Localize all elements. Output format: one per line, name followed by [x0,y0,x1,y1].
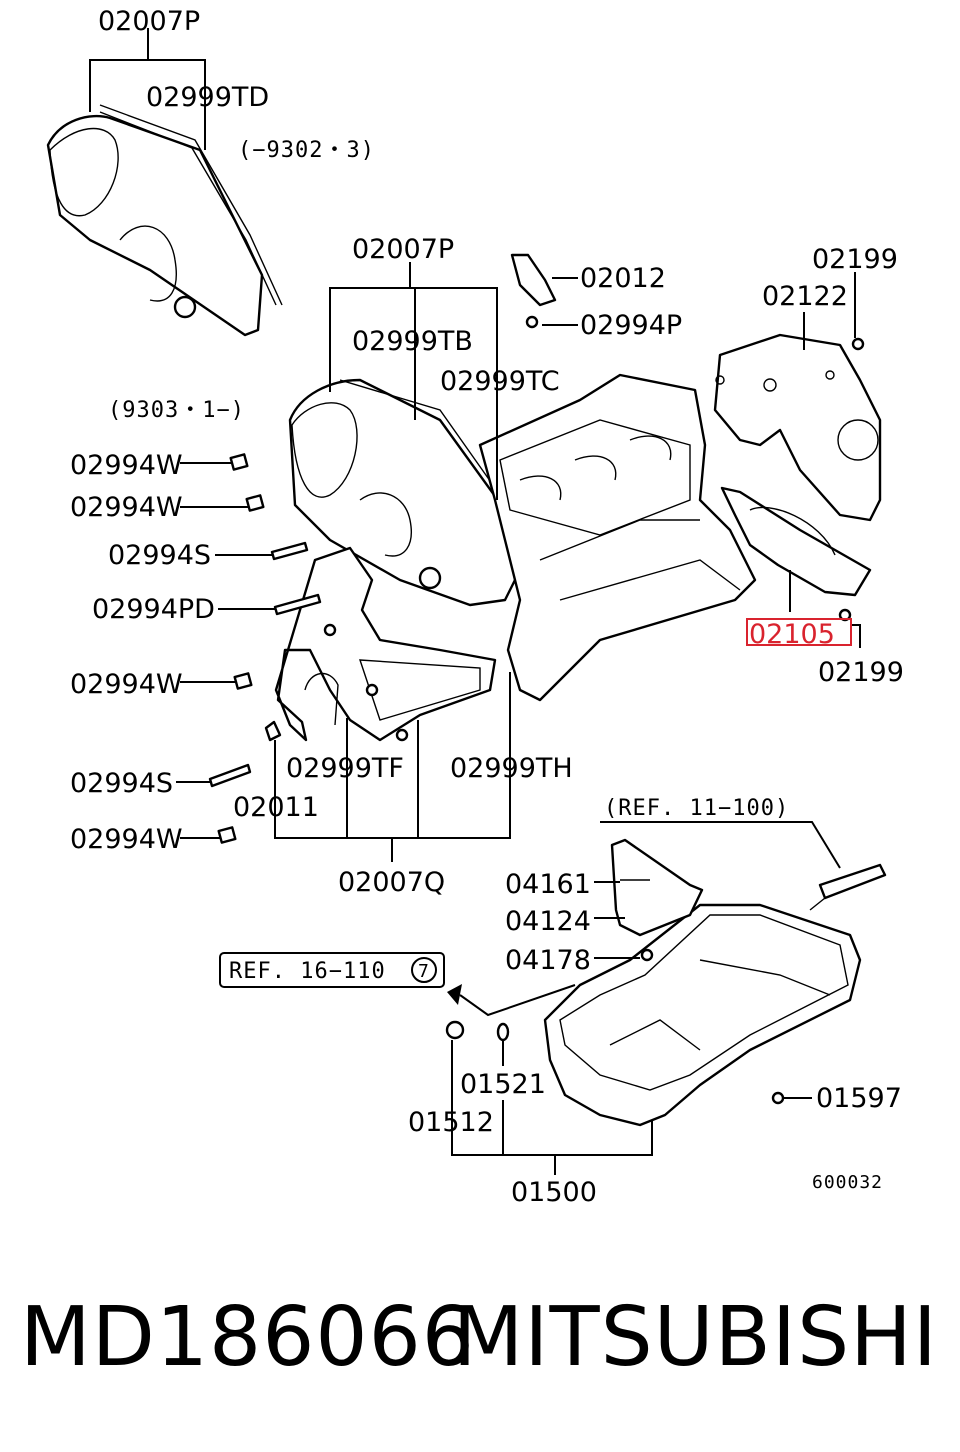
engine-block-drawing [478,373,757,702]
label-01512: 01512 [408,1107,494,1138]
label-02994W-2: 02994W [70,492,183,523]
label-02994W-4: 02994W [70,824,183,855]
ref-16-110-box [219,952,445,988]
label-02994P: 02994P [580,310,682,341]
label-date-range-9303: (9303・1−) [108,398,245,423]
brand-name: MITSUBISHI [452,1290,938,1385]
label-01597: 01597 [816,1083,902,1114]
label-02994W-3: 02994W [70,669,183,700]
label-02122: 02122 [762,281,848,312]
label-02105-highlighted: 02105 [749,619,835,650]
oil-pan-drawing [445,838,887,1127]
label-02199-bottom: 02199 [818,657,904,688]
label-02007P-top: 02007P [98,6,200,37]
label-02999TF: 02999TF [286,753,404,784]
label-02999TC: 02999TC [440,366,560,397]
label-02999TB: 02999TB [352,326,473,357]
part-labels: 02007P 02999TD (−9302・3) 02007P 02012 02… [70,6,904,1208]
label-ref-16-110: REF. 16−110 [229,959,386,984]
label-04124: 04124 [505,906,591,937]
bolts-drawing [208,453,322,844]
label-02012: 02012 [580,263,666,294]
label-date-range-9302: (−9302・3) [238,138,375,163]
diagram-code: 600032 [812,1172,883,1193]
label-02199-top: 02199 [812,244,898,275]
bracket-02012-drawing [510,253,557,329]
part-number: MD186066 [20,1290,475,1385]
upper-timing-cover-drawing [46,104,283,337]
timing-covers-drawing [274,378,523,742]
label-02011: 02011 [233,792,319,823]
label-02994PD: 02994PD [92,594,215,625]
label-ref-11-100: (REF. 11−100) [604,796,789,821]
label-02999TD: 02999TD [146,82,269,113]
label-02007Q: 02007Q [338,867,445,898]
label-02994W-1: 02994W [70,450,183,481]
label-02994S-2: 02994S [70,768,173,799]
highlight-box-02105 [746,618,852,646]
label-02007P-mid: 02007P [352,234,454,265]
label-02994S-1: 02994S [108,540,211,571]
label-02999TH: 02999TH [450,753,573,784]
ref-16-110-circle [411,957,437,983]
label-01500: 01500 [511,1177,597,1208]
label-01521: 01521 [460,1069,546,1100]
label-ref-16-110-number: 7 [418,961,430,982]
label-04178: 04178 [505,945,591,976]
leader-lines [89,28,861,1175]
label-04161: 04161 [505,869,591,900]
exploded-parts-diagram: 02007P 02999TD (−9302・3) 02007P 02012 02… [46,6,904,1208]
footer: MD186066 MITSUBISHI [0,1290,960,1400]
